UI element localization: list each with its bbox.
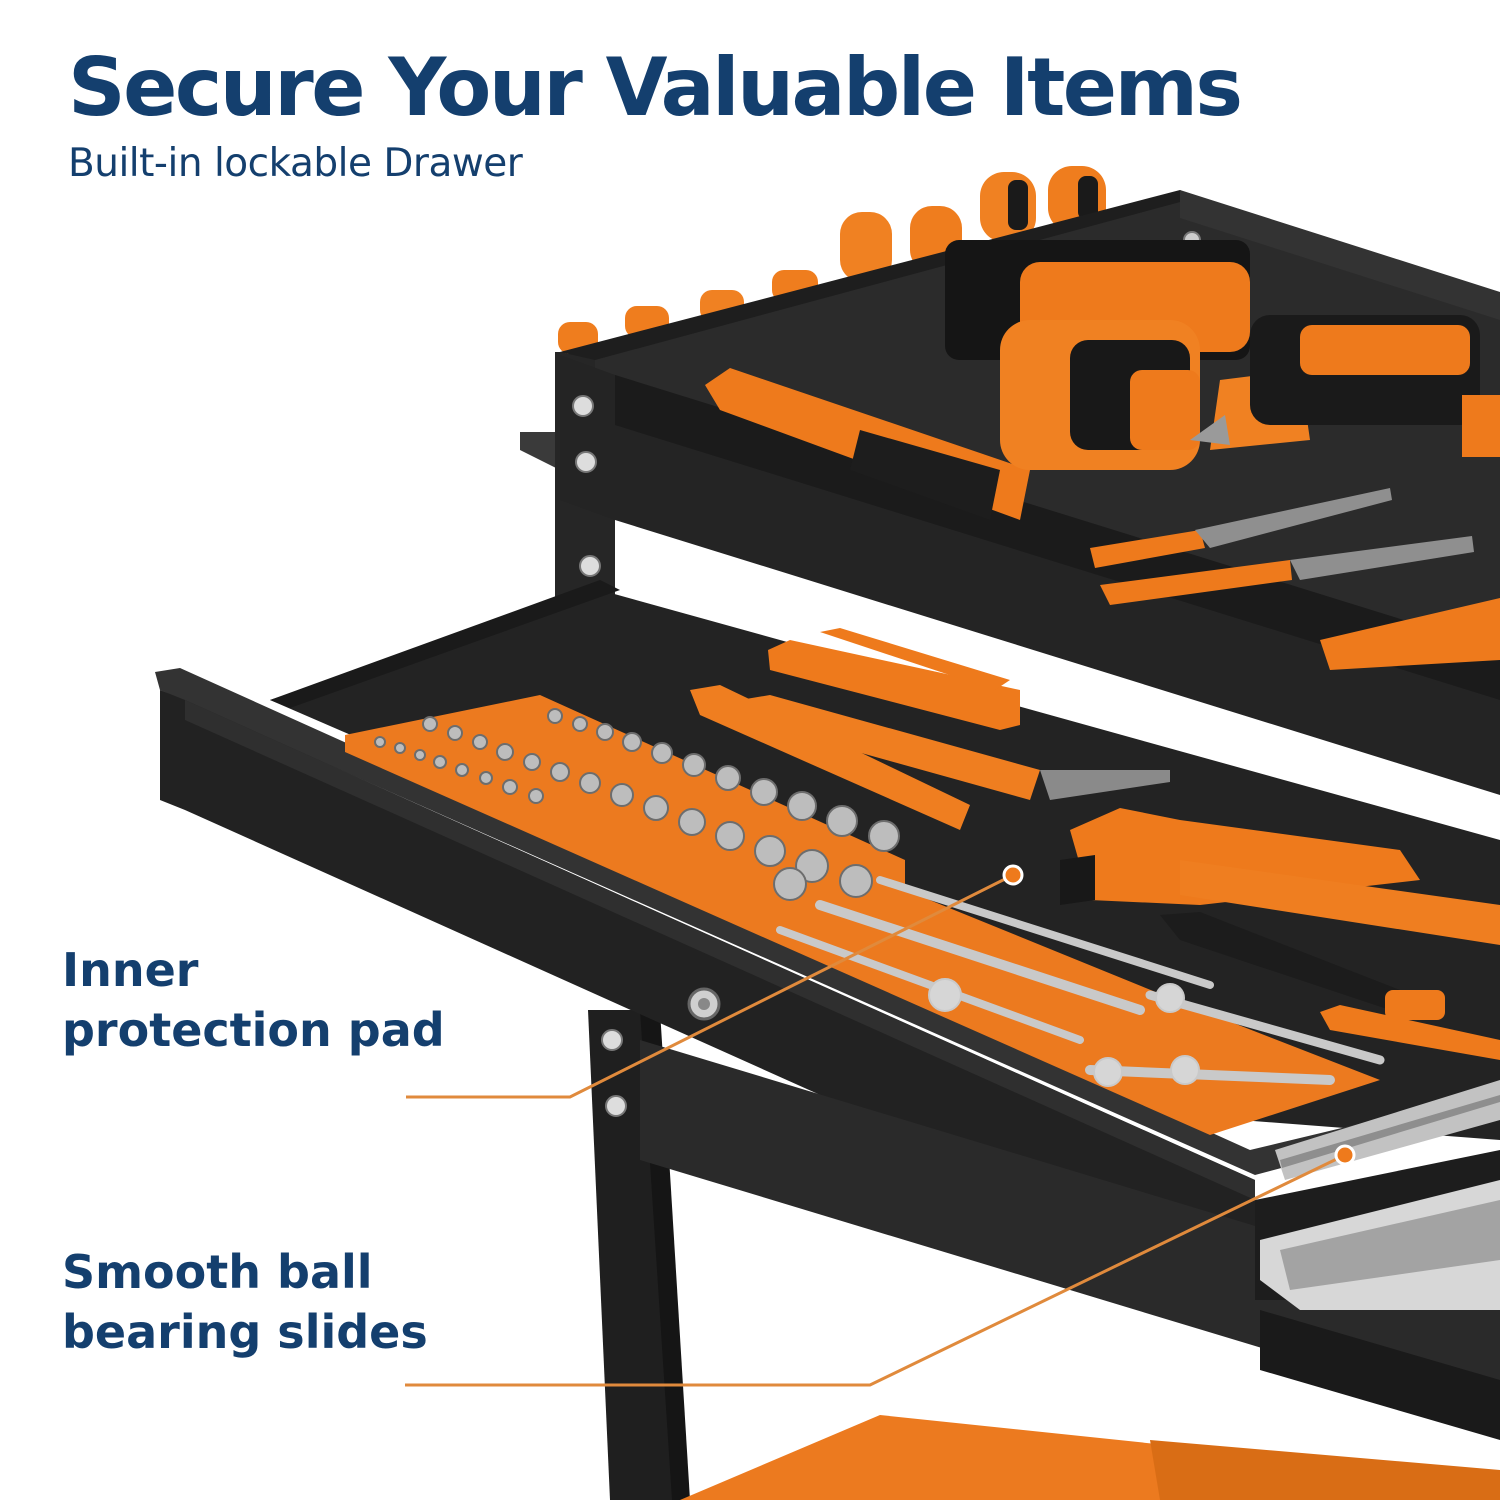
drawer-back-wall bbox=[270, 580, 620, 708]
subheadline: Built-in lockable Drawer bbox=[68, 141, 523, 186]
headline: Secure Your Valuable Items bbox=[68, 41, 1243, 134]
side-bracket bbox=[520, 432, 560, 470]
callout-line: bearing slides bbox=[62, 1305, 428, 1359]
callout-pointer-slides bbox=[405, 1144, 1356, 1387]
drawer-tools bbox=[690, 628, 1500, 1060]
lower-shelf-edge bbox=[1260, 1310, 1500, 1440]
callout-line: Smooth ball bbox=[62, 1245, 373, 1299]
callout-inner-protection-pad: Inner protection pad bbox=[62, 940, 445, 1060]
sockets bbox=[374, 708, 900, 901]
top-pliers bbox=[1090, 488, 1500, 670]
top-tray-back-wall bbox=[560, 190, 1195, 360]
callout-ball-bearing-slides: Smooth ball bearing slides bbox=[62, 1242, 428, 1362]
top-tray-front-face bbox=[615, 375, 1500, 700]
callout-line: protection pad bbox=[62, 1003, 445, 1057]
callout-line: Inner bbox=[62, 943, 199, 997]
ratchet-wrenches bbox=[776, 876, 1385, 1087]
top-tray-right-wall bbox=[1180, 190, 1500, 320]
callout-pointer-inner-pad bbox=[406, 864, 1024, 1099]
power-drill bbox=[705, 240, 1500, 520]
drawer-front-edge bbox=[185, 700, 1255, 1200]
